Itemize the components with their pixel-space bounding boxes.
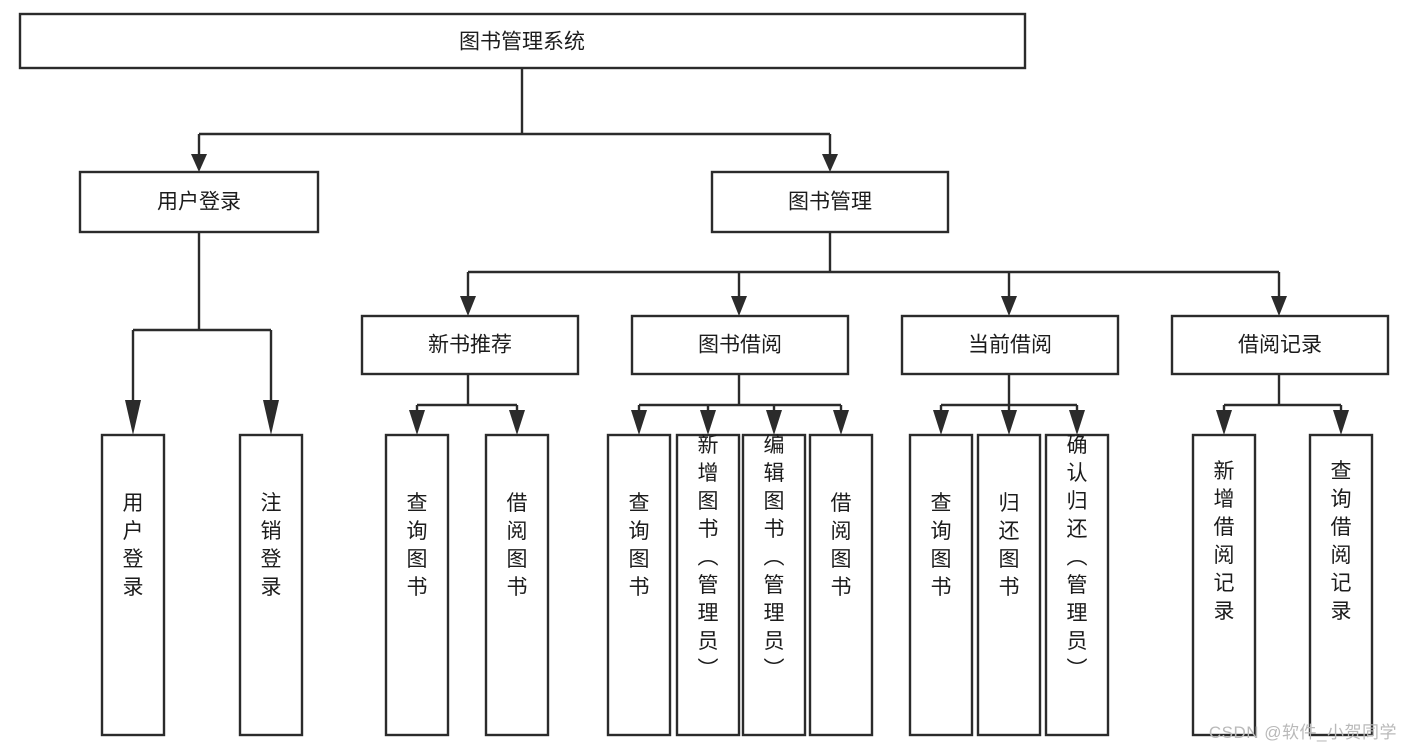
csdn-watermark: CSDN @软件_小贺同学 [1208,723,1397,742]
node-current-borrow-label: 当前借阅 [968,334,1052,357]
node-book-borrow[interactable]: 图书借阅 [630,314,850,376]
connector-root-to-level2 [191,68,838,172]
leaf-borrow-add-book[interactable]: 新增图书︵管理员︶ [675,433,741,737]
node-book-management-label: 图书管理 [788,191,872,214]
leaf-user-login-label: 用户登录 [123,492,144,599]
node-book-management[interactable]: 图书管理 [710,170,950,234]
node-new-book-recommend-label: 新书推荐 [428,334,512,357]
connector-record-to-leaves [1216,374,1349,435]
connector-recommend-to-leaves [409,374,525,435]
connector-userlogin-to-leaves [125,232,279,435]
leaf-record-add-label: 新增借阅记录 [1214,460,1235,623]
leaf-current-query-book[interactable]: 查询图书 [908,433,974,737]
leaf-recommend-borrow-book[interactable]: 借阅图书 [484,433,550,737]
leaf-current-confirm-return-label: 确认归还︵管理员︶ [1067,434,1088,681]
leaf-user-login[interactable]: 用户登录 [100,433,166,737]
leaf-logout[interactable]: 注销登录 [238,433,304,737]
node-user-login-label: 用户登录 [157,191,241,214]
node-new-book-recommend[interactable]: 新书推荐 [360,314,580,376]
node-root-label: 图书管理系统 [459,31,585,54]
leaf-current-confirm-return[interactable]: 确认归还︵管理员︶ [1044,433,1110,737]
leaf-record-add[interactable]: 新增借阅记录 [1191,433,1257,737]
leaf-recommend-borrow-book-label: 借阅图书 [507,492,528,599]
node-current-borrow[interactable]: 当前借阅 [900,314,1120,376]
leaf-borrow-query-book-label: 查询图书 [629,492,650,599]
leaf-recommend-query-book[interactable]: 查询图书 [384,433,450,737]
node-borrow-record-label: 借阅记录 [1238,334,1322,357]
leaf-borrow-add-book-label: 新增图书︵管理员︶ [698,434,719,681]
node-borrow-record[interactable]: 借阅记录 [1170,314,1390,376]
connector-borrow-to-leaves [631,374,849,435]
leaf-record-query-label: 查询借阅记录 [1331,460,1352,623]
leaf-borrow-edit-book[interactable]: 编辑图书︵管理员︶ [741,433,807,737]
leaf-logout-label: 注销登录 [261,492,282,599]
connector-bookmgmt-to-level3 [460,232,1287,316]
leaf-borrow-borrow-book[interactable]: 借阅图书 [808,433,874,737]
leaf-borrow-query-book[interactable]: 查询图书 [606,433,672,737]
leaf-borrow-borrow-book-label: 借阅图书 [831,492,852,599]
leaf-current-return-book-label: 归还图书 [999,492,1020,599]
leaf-recommend-query-book-label: 查询图书 [407,492,428,599]
connector-current-to-leaves [933,374,1085,435]
node-user-login[interactable]: 用户登录 [78,170,320,234]
leaf-borrow-edit-book-label: 编辑图书︵管理员︶ [764,434,785,681]
leaf-record-query[interactable]: 查询借阅记录 [1308,433,1374,737]
node-root-system[interactable]: 图书管理系统 [18,12,1027,70]
leaf-current-return-book[interactable]: 归还图书 [976,433,1042,737]
leaf-current-query-book-label: 查询图书 [931,492,952,599]
node-book-borrow-label: 图书借阅 [698,334,782,357]
